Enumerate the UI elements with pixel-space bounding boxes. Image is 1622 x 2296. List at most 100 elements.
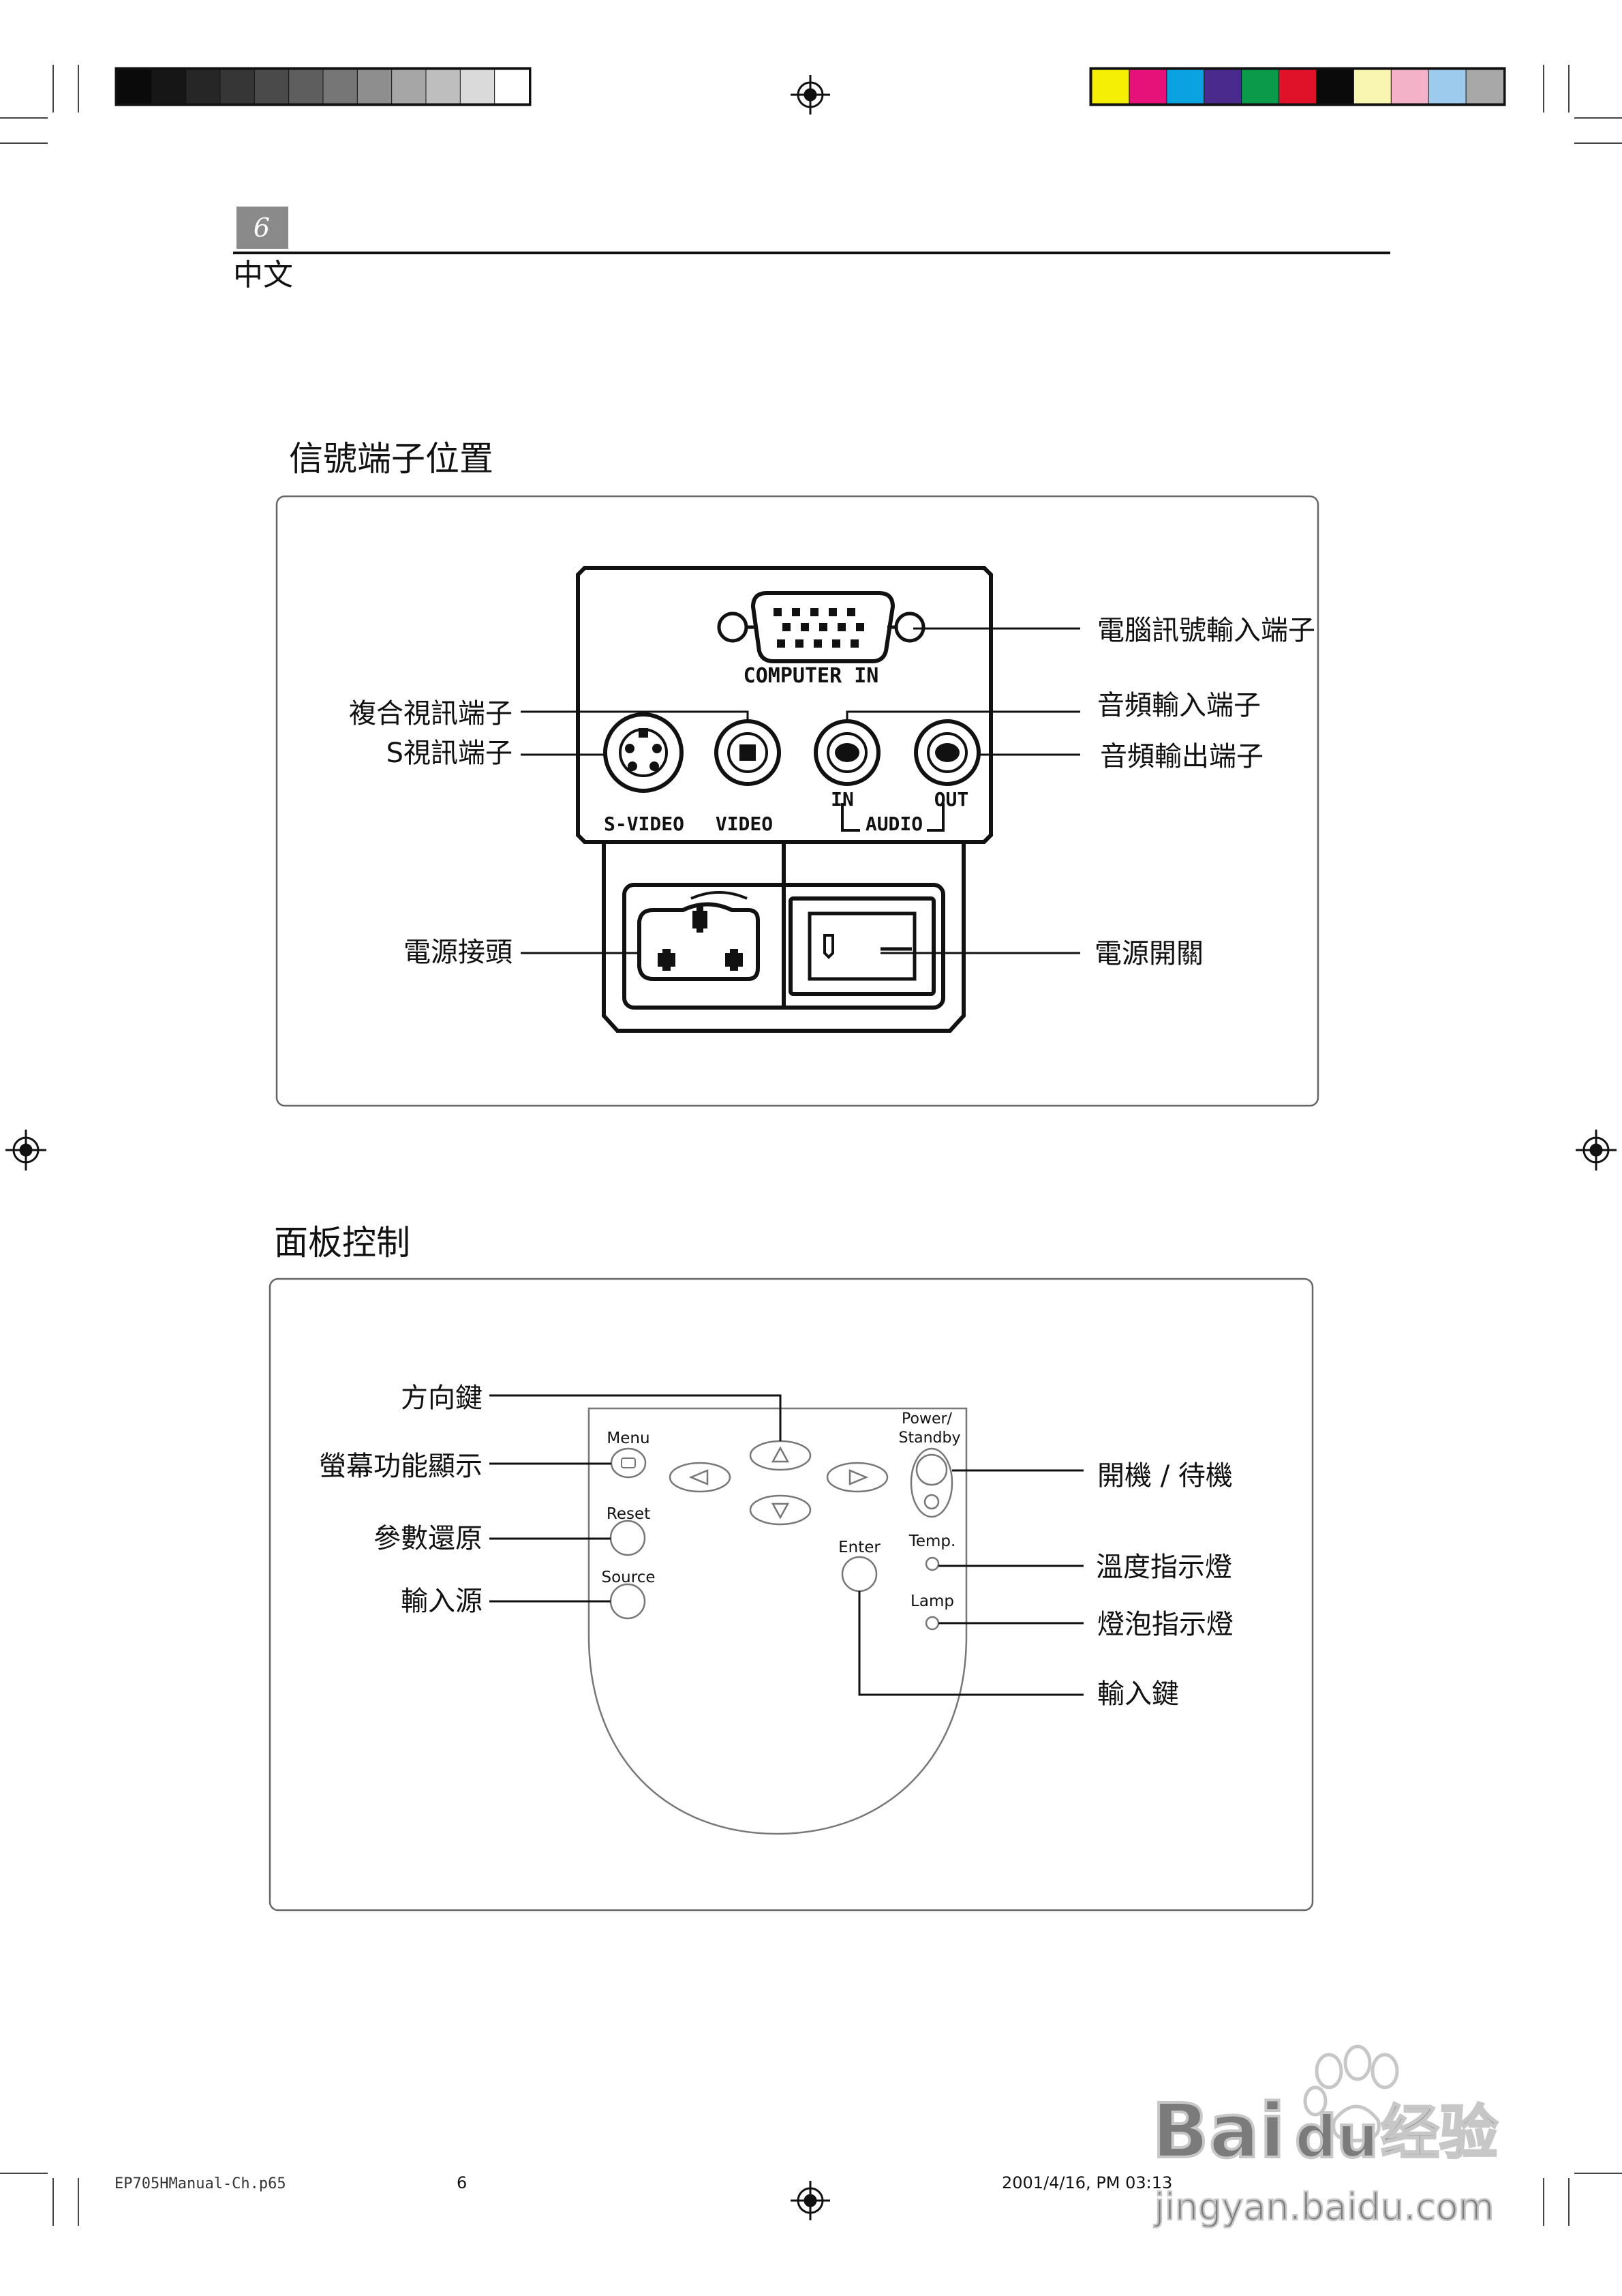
grayscale-swatch-11 <box>459 69 495 104</box>
computer-in-label: COMPUTER IN <box>744 664 879 688</box>
callout-source: 輸入源 <box>401 1586 483 1617</box>
grayscale-swatch-3 <box>185 69 221 104</box>
grayscale-swatch-4 <box>219 69 256 104</box>
power-socket <box>637 891 760 981</box>
language-label: 中文 <box>233 258 293 292</box>
callout-audio-out: 音頻輸出端子 <box>1100 741 1264 772</box>
baidu-watermark: Bai du 经验 jingyan.baidu.com <box>1150 2044 1499 2229</box>
grayscale-swatch-1 <box>117 69 153 104</box>
color-swatch-5 <box>1241 69 1280 104</box>
color-swatch-1 <box>1091 69 1130 104</box>
reset-button <box>609 1520 646 1556</box>
callout-composite: 複合視訊端子 <box>349 698 512 729</box>
control-panel-outline <box>587 1407 968 1835</box>
audio-in-connector <box>814 719 881 786</box>
registration-mark-right <box>1576 1130 1617 1170</box>
vga-connector <box>717 591 925 663</box>
page-number-badge <box>236 207 288 249</box>
color-swatch-7 <box>1315 69 1355 104</box>
power-standby-housing <box>910 1447 953 1518</box>
section1-title: 信號端子位置 <box>289 439 493 479</box>
temp-label: Temp. <box>908 1532 956 1550</box>
audio-label: AUDIO <box>866 813 923 835</box>
svideo-connector <box>603 712 684 793</box>
power-switch <box>789 896 936 996</box>
grayscale-bar-frame <box>114 67 532 106</box>
lamp-label: Lamp <box>911 1592 954 1610</box>
down-button <box>749 1494 812 1526</box>
watermark-url: jingyan.baidu.com <box>1154 2186 1494 2229</box>
right-arrow-icon <box>848 1469 869 1485</box>
callout-power: 開機 / 待機 <box>1097 1460 1233 1492</box>
up-button <box>749 1440 812 1471</box>
callout-lamp: 燈泡指示燈 <box>1097 1609 1234 1640</box>
callout-computer-in: 電腦訊號輸入端子 <box>1097 615 1315 646</box>
color-swatch-11 <box>1465 69 1505 104</box>
registration-mark-bottom <box>791 2181 830 2220</box>
svideo-label: S-VIDEO <box>604 813 684 835</box>
lamp-led-icon <box>925 1616 940 1631</box>
grayscale-swatch-12 <box>494 69 530 104</box>
right-button <box>826 1462 889 1493</box>
enter-label: Enter <box>838 1539 881 1556</box>
audio-out-connector <box>914 719 981 786</box>
video-label: VIDEO <box>716 813 773 835</box>
callout-enter: 輸入鍵 <box>1097 1678 1179 1710</box>
menu-button <box>610 1447 647 1479</box>
temp-led-icon <box>925 1556 940 1571</box>
enter-button <box>841 1556 878 1592</box>
audio-bracket <box>841 803 945 832</box>
source-label: Source <box>602 1569 656 1586</box>
grayscale-swatch-10 <box>425 69 461 104</box>
source-button <box>609 1583 646 1620</box>
baidu-paw-icon <box>1303 2044 1399 2143</box>
page-number-badge-text: 6 <box>254 213 270 243</box>
down-arrow-icon <box>771 1502 790 1520</box>
port-labels: COMPUTER IN S-VIDEO VIDEO IN OUT AUDIO <box>604 664 968 835</box>
grayscale-bar <box>117 69 530 104</box>
crop-marks <box>0 65 1622 2226</box>
footer-timestamp: 2001/4/16, PM 03:13 <box>1002 2173 1172 2192</box>
color-bar <box>1091 69 1505 104</box>
registration-mark-left <box>5 1130 46 1170</box>
power-button <box>915 1453 948 1486</box>
left-button <box>669 1462 731 1493</box>
callout-direction: 方向鍵 <box>401 1383 483 1414</box>
audio-out-label: OUT <box>934 788 969 811</box>
callout-reset: 參數還原 <box>373 1523 483 1554</box>
grayscale-swatch-8 <box>356 69 393 104</box>
callout-svideo: S視訊端子 <box>386 738 512 769</box>
color-swatch-3 <box>1166 69 1205 104</box>
section2-callout-lines <box>489 1394 1084 1696</box>
section1-callout-lines <box>521 627 1080 954</box>
menu-icon <box>621 1457 636 1468</box>
footer-page-number: 6 <box>457 2173 467 2192</box>
callout-audio-in: 音頻輸入端子 <box>1097 690 1261 721</box>
grayscale-swatch-2 <box>151 69 187 104</box>
video-rca-connector <box>714 719 781 786</box>
menu-label: Menu <box>607 1430 649 1447</box>
power-led-icon <box>923 1494 940 1510</box>
color-swatch-10 <box>1428 69 1467 104</box>
section1-callouts: 電腦訊號輸入端子 音頻輸入端子 音頻輸出端子 複合視訊端子 S視訊端子 電源接頭… <box>349 615 1315 969</box>
color-swatch-8 <box>1353 69 1392 104</box>
up-arrow-icon <box>771 1446 790 1463</box>
watermark-suffix: 经验 <box>1381 2099 1498 2167</box>
section1-frame <box>275 495 1319 1107</box>
terminal-panel-outline <box>576 566 993 844</box>
callout-menu: 螢幕功能顯示 <box>319 1451 483 1482</box>
color-bar-frame <box>1089 67 1506 106</box>
reset-label: Reset <box>607 1505 650 1523</box>
grayscale-swatch-9 <box>391 69 427 104</box>
section2-title: 面板控制 <box>274 1223 410 1263</box>
footer-filename: EP705HManual-Ch.p65 <box>114 2175 286 2192</box>
callout-power-socket: 電源接頭 <box>403 937 512 968</box>
watermark-brand: Bai <box>1152 2087 1285 2175</box>
power-standby-label-1: Power/ <box>902 1410 953 1428</box>
callout-temp: 溫度指示燈 <box>1096 1552 1232 1583</box>
callout-power-switch: 電源開關 <box>1095 938 1204 969</box>
color-swatch-4 <box>1204 69 1242 104</box>
registration-mark-top <box>791 75 830 115</box>
power-standby-label-2: Standby <box>899 1430 961 1447</box>
